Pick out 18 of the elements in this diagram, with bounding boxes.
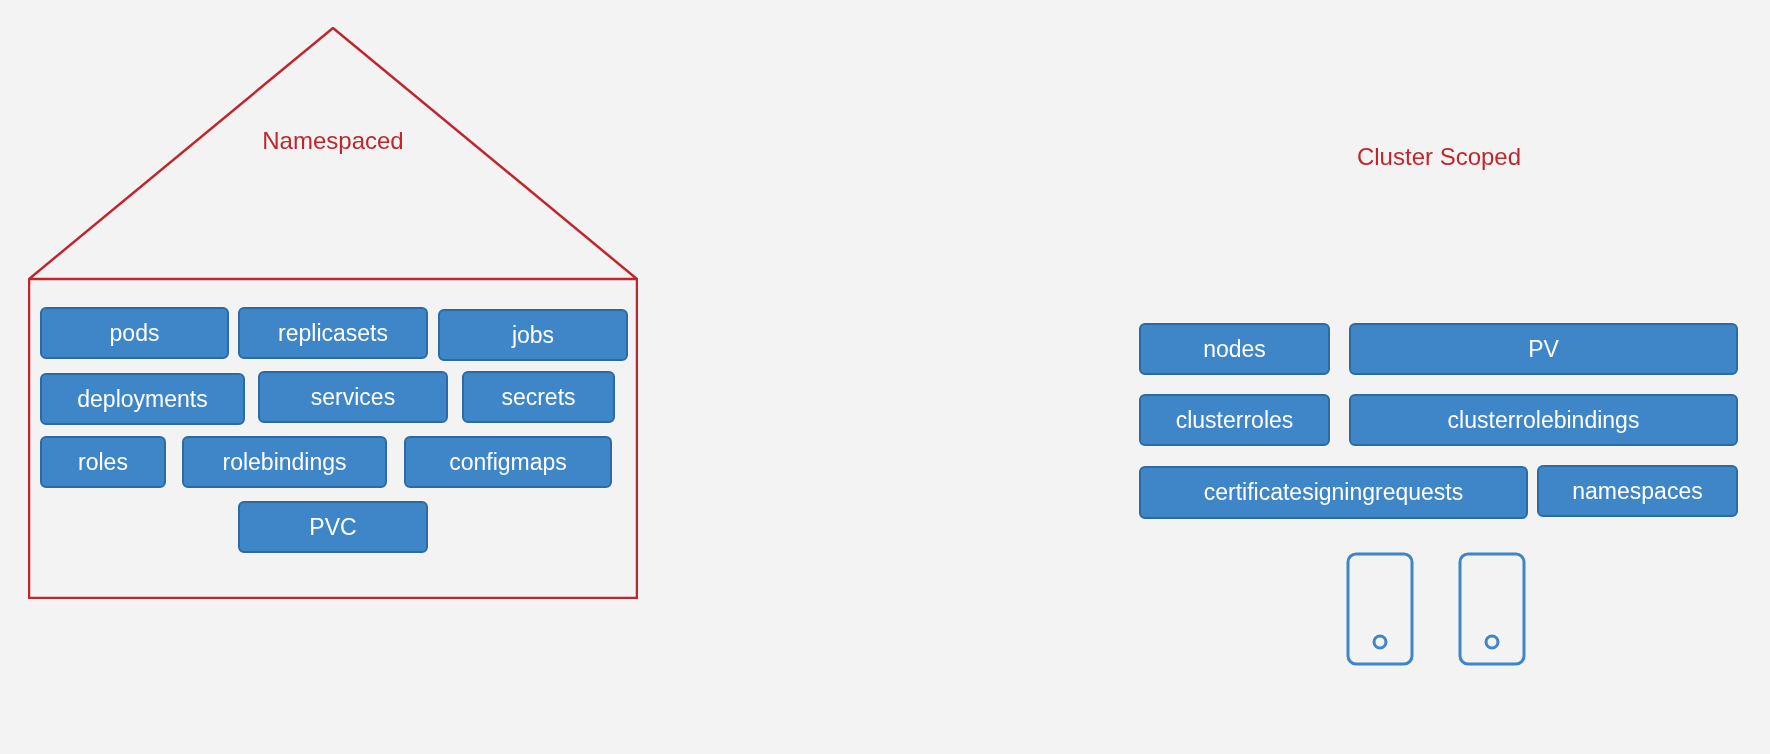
resource-box: secrets (462, 371, 615, 423)
resource-box: namespaces (1537, 465, 1738, 517)
resource-box: PVC (238, 501, 428, 553)
resource-box: services (258, 371, 448, 423)
resource-box: rolebindings (182, 436, 387, 488)
section-heading: Namespaced (262, 126, 404, 156)
resource-box: replicasets (238, 307, 428, 359)
resource-box: jobs (438, 309, 628, 361)
resource-box: pods (40, 307, 229, 359)
section-heading: Cluster Scoped (1356, 142, 1522, 172)
resource-box: clusterrolebindings (1349, 394, 1738, 446)
resource-box: roles (40, 436, 166, 488)
resource-box: nodes (1139, 323, 1330, 375)
resource-box: configmaps (404, 436, 612, 488)
resource-box: deployments (40, 373, 245, 425)
resource-box: clusterroles (1139, 394, 1330, 446)
resource-box: certificatesigningrequests (1139, 466, 1528, 519)
resource-box: PV (1349, 323, 1738, 375)
